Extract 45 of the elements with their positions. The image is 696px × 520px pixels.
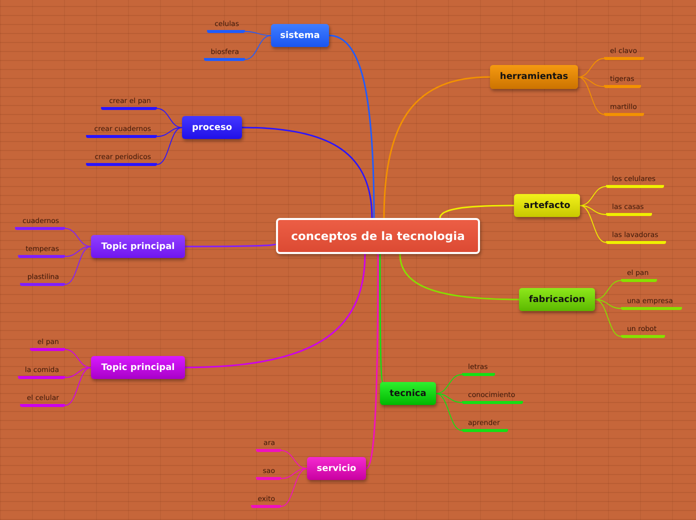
connector-line — [64, 349, 92, 368]
connector-line — [578, 76, 604, 115]
connector-line — [379, 254, 384, 382]
connector-line — [578, 58, 604, 78]
connector-line — [594, 280, 622, 300]
connector-line — [184, 254, 366, 368]
connector-line — [64, 228, 92, 247]
connector-line — [594, 299, 622, 337]
connector-line — [280, 450, 308, 469]
connector-line — [156, 127, 182, 137]
topic-box: fabricacion — [519, 288, 595, 311]
connector-line — [594, 299, 622, 309]
connector-line — [64, 246, 92, 285]
connector-line — [244, 31, 272, 36]
connector-line — [185, 243, 276, 248]
topic-box: Topic principal — [91, 235, 185, 258]
topic-box: sistema — [271, 24, 329, 47]
connector-line — [242, 126, 373, 218]
topic-box: artefacto — [514, 194, 580, 217]
connector-line — [328, 34, 375, 218]
connector-line — [244, 35, 272, 60]
connector-line — [436, 393, 462, 431]
connector-line — [399, 254, 520, 300]
connector-line — [439, 204, 514, 218]
connector-line — [436, 393, 462, 403]
topic-box: Topic principal — [91, 356, 185, 379]
topic-box: proceso — [182, 116, 242, 139]
connector-line — [64, 367, 92, 406]
connector-line — [156, 127, 182, 165]
connector-line — [64, 367, 92, 378]
connector-line — [383, 76, 490, 218]
topic-box: servicio — [307, 457, 366, 480]
topic-box: herramientas — [490, 65, 578, 89]
connector-line — [366, 254, 379, 470]
connector-line — [580, 205, 606, 215]
connector-line — [280, 468, 308, 479]
central-topic-box: conceptos de la tecnologia — [276, 218, 480, 254]
connector-line — [280, 468, 308, 507]
connector-line — [580, 205, 606, 243]
connector-line — [436, 374, 462, 394]
topic-box: tecnica — [380, 382, 436, 405]
connector-line — [156, 108, 182, 128]
connector-line — [578, 76, 604, 87]
connector-line — [64, 246, 92, 257]
connector-line — [580, 186, 606, 206]
